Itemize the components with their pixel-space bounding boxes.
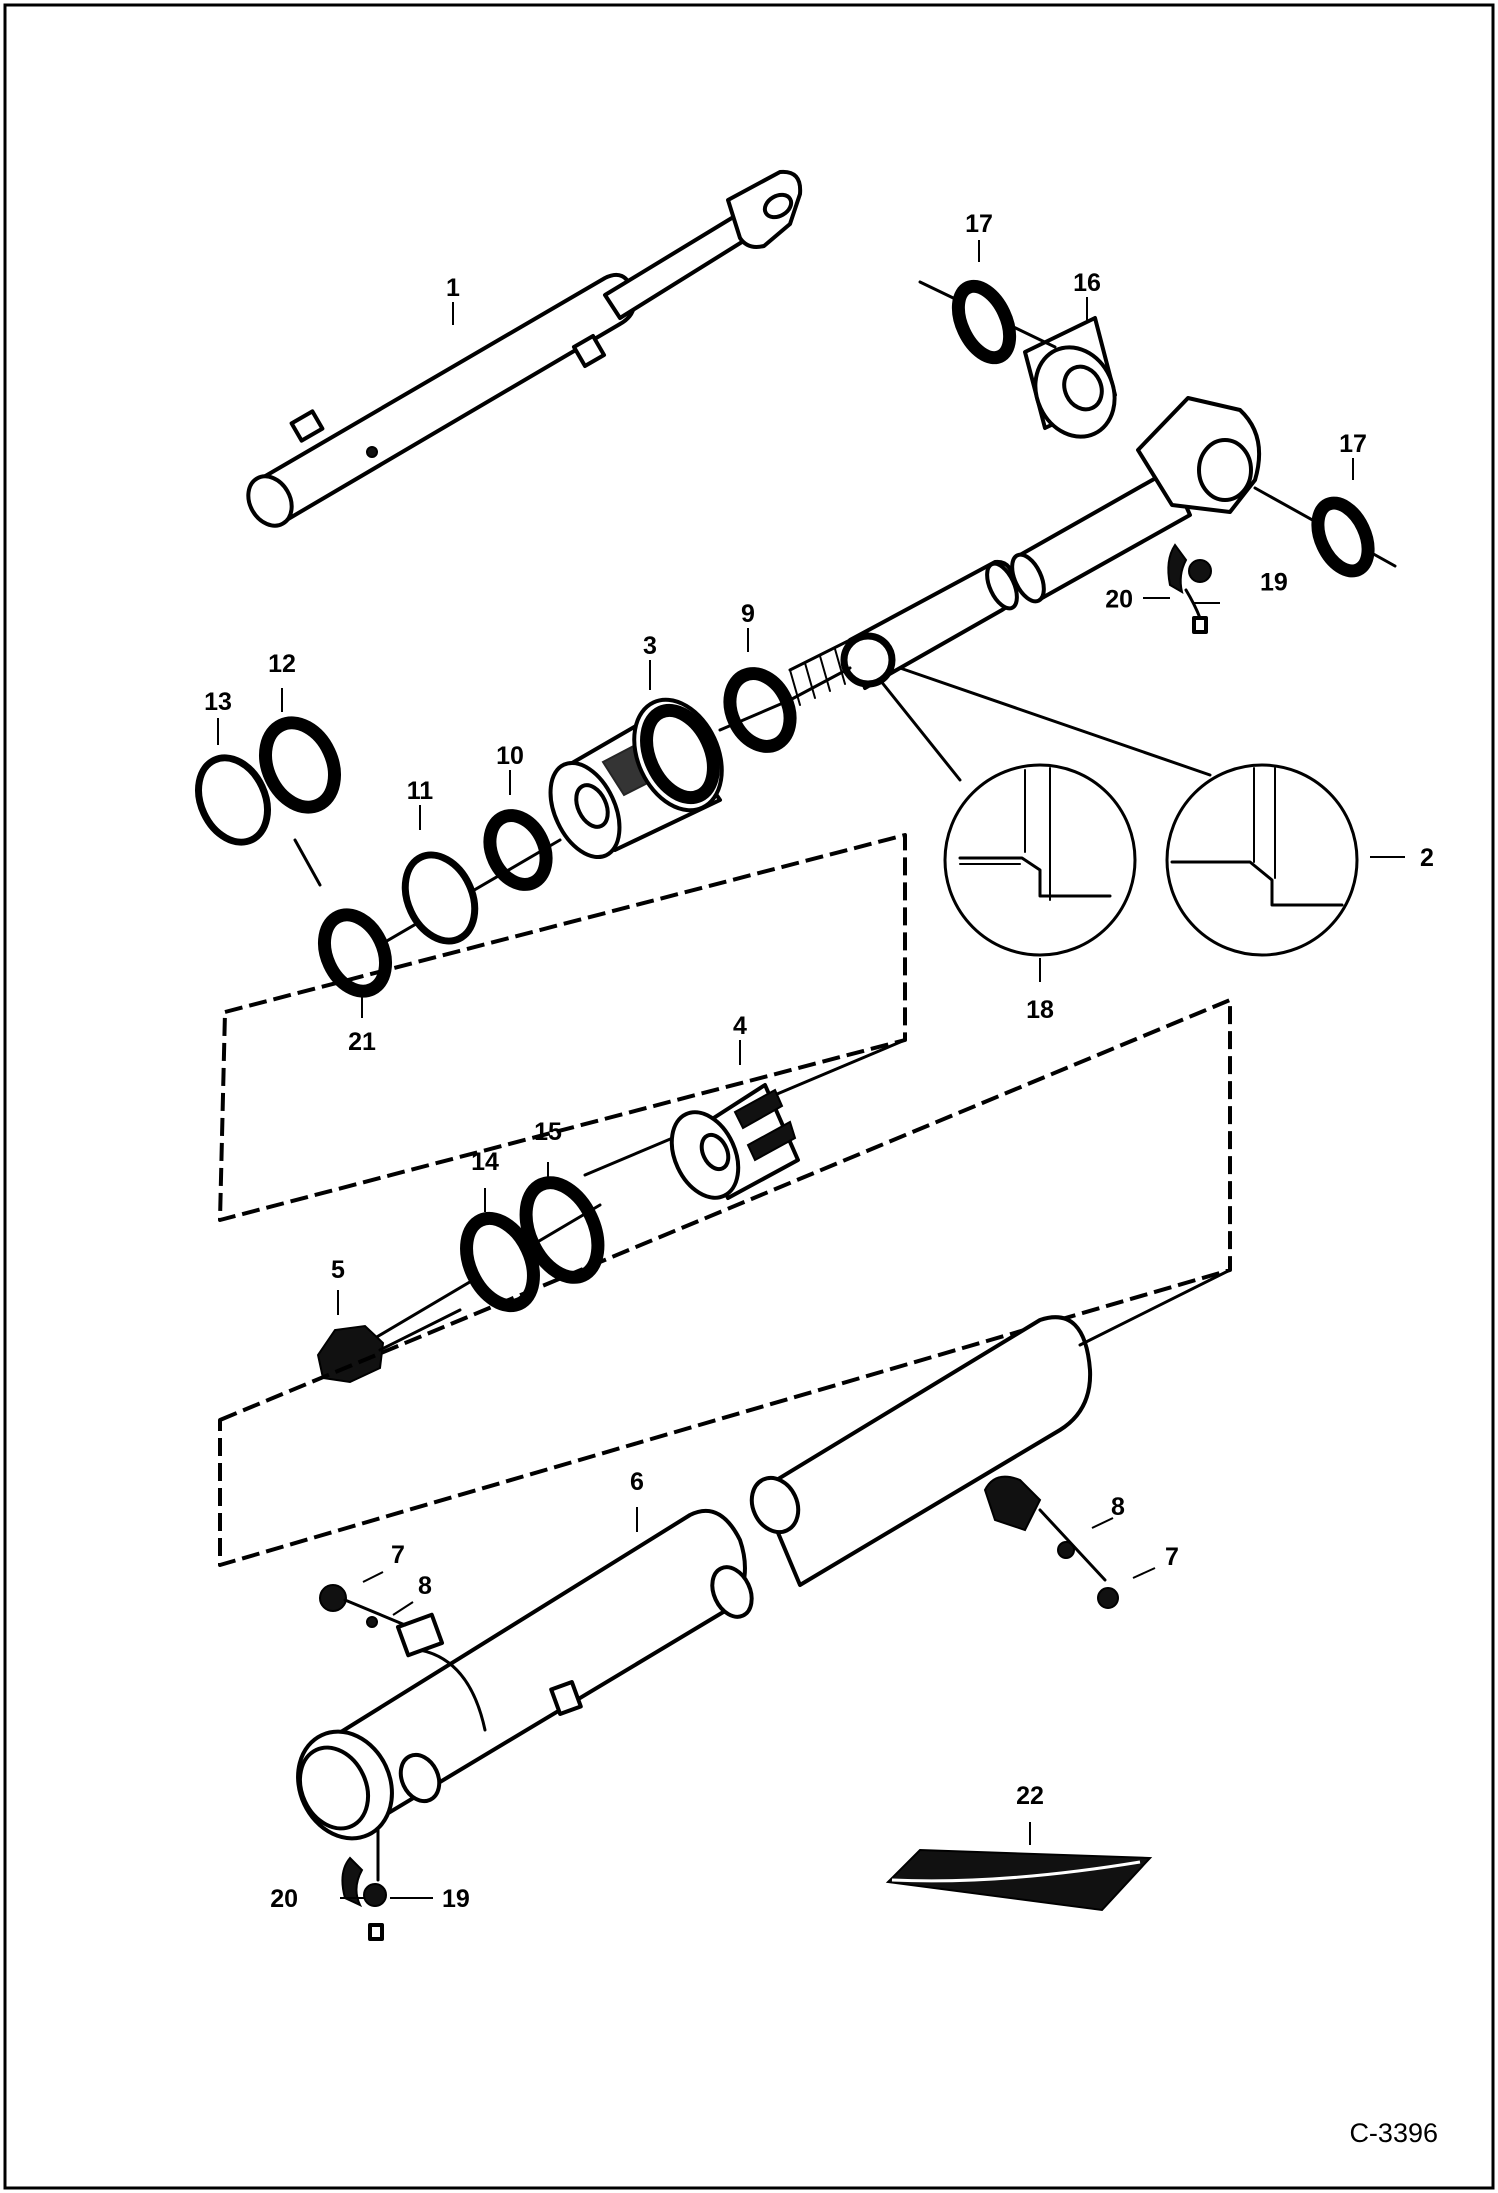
callout-9: 9 — [741, 600, 755, 628]
detail-view-group — [878, 666, 1359, 957]
callout-7-left: 7 — [391, 1541, 405, 1569]
callout-10: 10 — [496, 742, 524, 770]
callout-22: 22 — [1016, 1782, 1044, 1810]
callout-17-lower: 17 — [1339, 430, 1367, 458]
detail-circle-18 — [943, 763, 1137, 957]
callout-19-upper: 19 — [1260, 569, 1288, 597]
callout-4: 4 — [733, 1012, 747, 1040]
seal-part-9 — [723, 667, 797, 753]
seal-part-17-upper — [918, 279, 1057, 365]
seal-part-21 — [293, 838, 392, 998]
phantom-outline-upper — [218, 833, 907, 1222]
callout-1: 1 — [446, 274, 460, 302]
callout-17-upper: 17 — [965, 210, 993, 238]
o-ring-part-11 — [378, 838, 562, 947]
page-border — [3, 3, 1495, 2190]
callout-19-lower: 19 — [442, 1885, 470, 1913]
callout-11: 11 — [407, 777, 434, 805]
callout-5: 5 — [331, 1256, 345, 1284]
barrel-part-6 — [296, 1268, 1232, 1841]
seal-part-10 — [483, 809, 553, 891]
callout-15: 15 — [534, 1118, 562, 1146]
callout-21: 21 — [348, 1028, 376, 1056]
callout-20-upper: 20 — [1105, 586, 1133, 614]
seal-kit-part-22 — [885, 1848, 1153, 1912]
callout-7-right: 7 — [1165, 1543, 1179, 1571]
piston-part-4 — [583, 1038, 907, 1200]
callout-3: 3 — [643, 632, 657, 660]
ring-part-13 — [195, 754, 271, 846]
callout-8-right: 8 — [1111, 1493, 1125, 1521]
callout-8-left: 8 — [418, 1572, 432, 1600]
callout-16: 16 — [1073, 269, 1101, 297]
wiper-part-12 — [259, 716, 341, 814]
cylinder-assembly-part-1 — [246, 169, 803, 528]
callout-20-lower: 20 — [270, 1885, 298, 1913]
callout-18: 18 — [1026, 996, 1054, 1024]
callout-13: 13 — [204, 688, 232, 716]
seal-part-17-lower — [1253, 486, 1397, 578]
head-part-3 — [548, 697, 792, 860]
callout-14: 14 — [471, 1148, 499, 1176]
rod-eye-part-2 — [788, 396, 1262, 706]
callout-2: 2 — [1420, 844, 1434, 872]
figure-code: C-3396 — [1349, 2118, 1438, 2148]
grease-fitting-upper — [1167, 543, 1212, 634]
nut-part-5 — [316, 1308, 462, 1384]
detail-circle-2 — [1165, 763, 1359, 957]
callout-12: 12 — [268, 650, 296, 678]
callout-6: 6 — [630, 1468, 644, 1496]
phantom-outline-lower — [218, 998, 1232, 1567]
grease-fitting-lower — [341, 1828, 387, 1941]
callout-labels: 1 17 16 17 19 20 3 9 10 11 12 13 21 2 18… — [204, 210, 1434, 1913]
bushing-part-16 — [1023, 316, 1117, 439]
seal-part-14 — [373, 1203, 602, 1340]
callout-leaders — [217, 240, 1405, 1899]
